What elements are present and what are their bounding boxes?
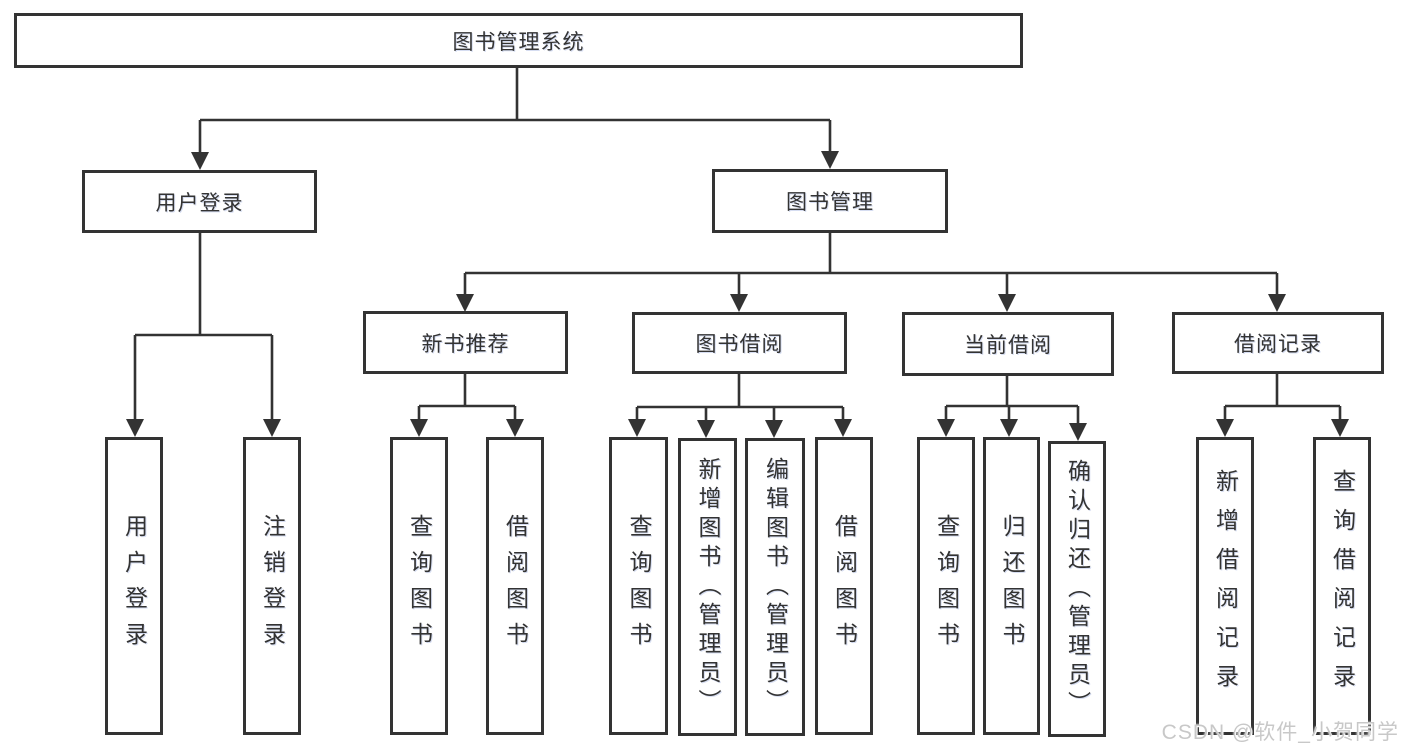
leaf-cb-query-books-label: 查询图书	[933, 514, 960, 658]
leaf-nbr-query-books-label: 查询图书	[406, 514, 433, 658]
leaf-br-query-record-label: 查询借阅记录	[1329, 469, 1356, 703]
leaf-user-login: 用户登录	[105, 437, 163, 735]
leaf-bb-edit-books-admin: 编辑图书（管理员）	[745, 438, 805, 736]
leaf-bb-borrow-books-label: 借阅图书	[831, 514, 858, 658]
leaf-bb-add-books-admin: 新增图书（管理员）	[678, 438, 737, 736]
leaf-bb-edit-books-admin-label: 编辑图书（管理员）	[762, 456, 789, 718]
leaf-bb-query-books: 查询图书	[609, 437, 668, 735]
leaf-cb-confirm-return-admin-label: 确认归还（管理员）	[1064, 458, 1091, 720]
leaf-bb-borrow-books: 借阅图书	[815, 437, 873, 735]
leaf-cb-confirm-return-admin: 确认归还（管理员）	[1048, 441, 1106, 737]
leaf-user-login-label: 用户登录	[121, 514, 148, 658]
arrow-heads	[126, 151, 1349, 441]
node-book-borrowing: 图书借阅	[632, 312, 847, 374]
node-user-login: 用户登录	[82, 170, 317, 233]
leaf-br-query-record: 查询借阅记录	[1313, 437, 1371, 735]
leaf-br-add-record-label: 新增借阅记录	[1212, 469, 1239, 703]
leaf-cb-return-books: 归还图书	[983, 437, 1040, 735]
leaf-logout-label: 注销登录	[259, 514, 286, 658]
leaf-cb-query-books: 查询图书	[917, 437, 975, 735]
node-borrowing-records: 借阅记录	[1172, 312, 1384, 374]
leaf-logout: 注销登录	[243, 437, 301, 735]
leaf-br-add-record: 新增借阅记录	[1196, 437, 1254, 735]
leaf-nbr-borrow-books: 借阅图书	[486, 437, 544, 735]
leaf-nbr-borrow-books-label: 借阅图书	[502, 514, 529, 658]
csdn-watermark: CSDN @软件_小贺同学	[1161, 721, 1399, 744]
node-root-library-system: 图书管理系统	[14, 13, 1023, 68]
leaf-bb-query-books-label: 查询图书	[626, 514, 652, 658]
leaf-cb-return-books-label: 归还图书	[999, 514, 1025, 658]
node-book-management: 图书管理	[712, 169, 948, 233]
leaf-nbr-query-books: 查询图书	[390, 437, 448, 735]
node-current-borrowing: 当前借阅	[902, 312, 1114, 376]
leaf-bb-add-books-admin-label: 新增图书（管理员）	[695, 456, 721, 718]
node-new-book-recommendation: 新书推荐	[363, 311, 568, 374]
